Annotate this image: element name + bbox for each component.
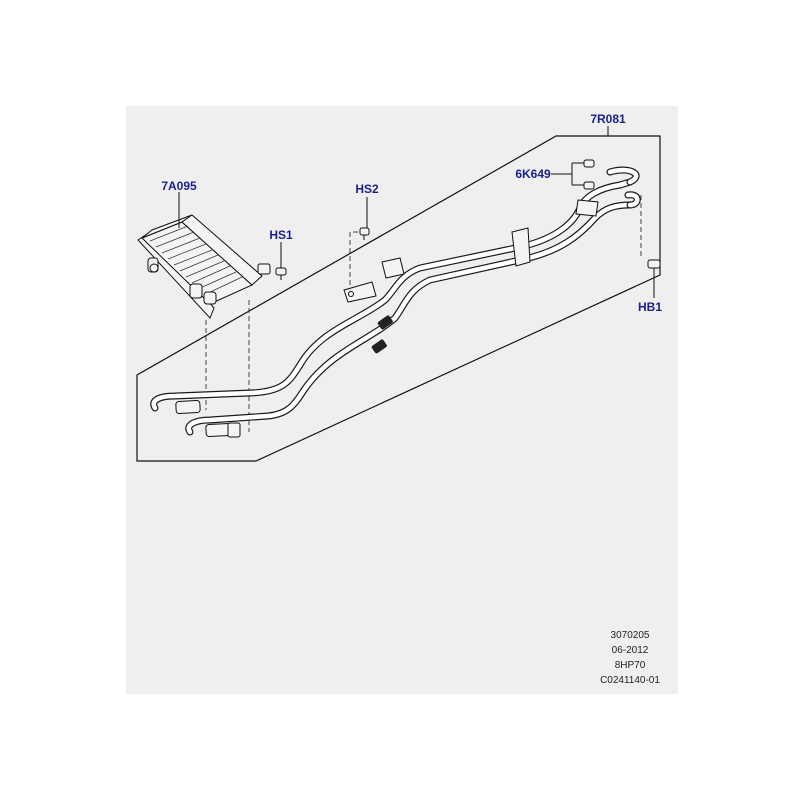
cooler-pipe-assembly <box>150 166 641 438</box>
callout-hs1: HS1 <box>269 228 293 242</box>
clips-6k649-part <box>583 159 595 190</box>
bolt-hb1-part <box>647 259 661 274</box>
date-label: 06-2012 <box>612 645 649 656</box>
callout-7a095: 7A095 <box>161 179 197 193</box>
screw-hs2-part <box>350 227 370 240</box>
model-label: 8HP70 <box>615 660 646 671</box>
callout-hs2: HS2 <box>355 182 379 196</box>
ref-number: 3070205 <box>611 630 650 641</box>
callout-7r081: 7R081 <box>590 112 626 126</box>
leader-6k649 <box>551 162 584 186</box>
oil-cooler <box>137 214 271 319</box>
callout-6k649: 6K649 <box>515 167 551 181</box>
callout-hb1: HB1 <box>638 300 662 314</box>
illustration-code: C0241140-01 <box>600 675 660 686</box>
